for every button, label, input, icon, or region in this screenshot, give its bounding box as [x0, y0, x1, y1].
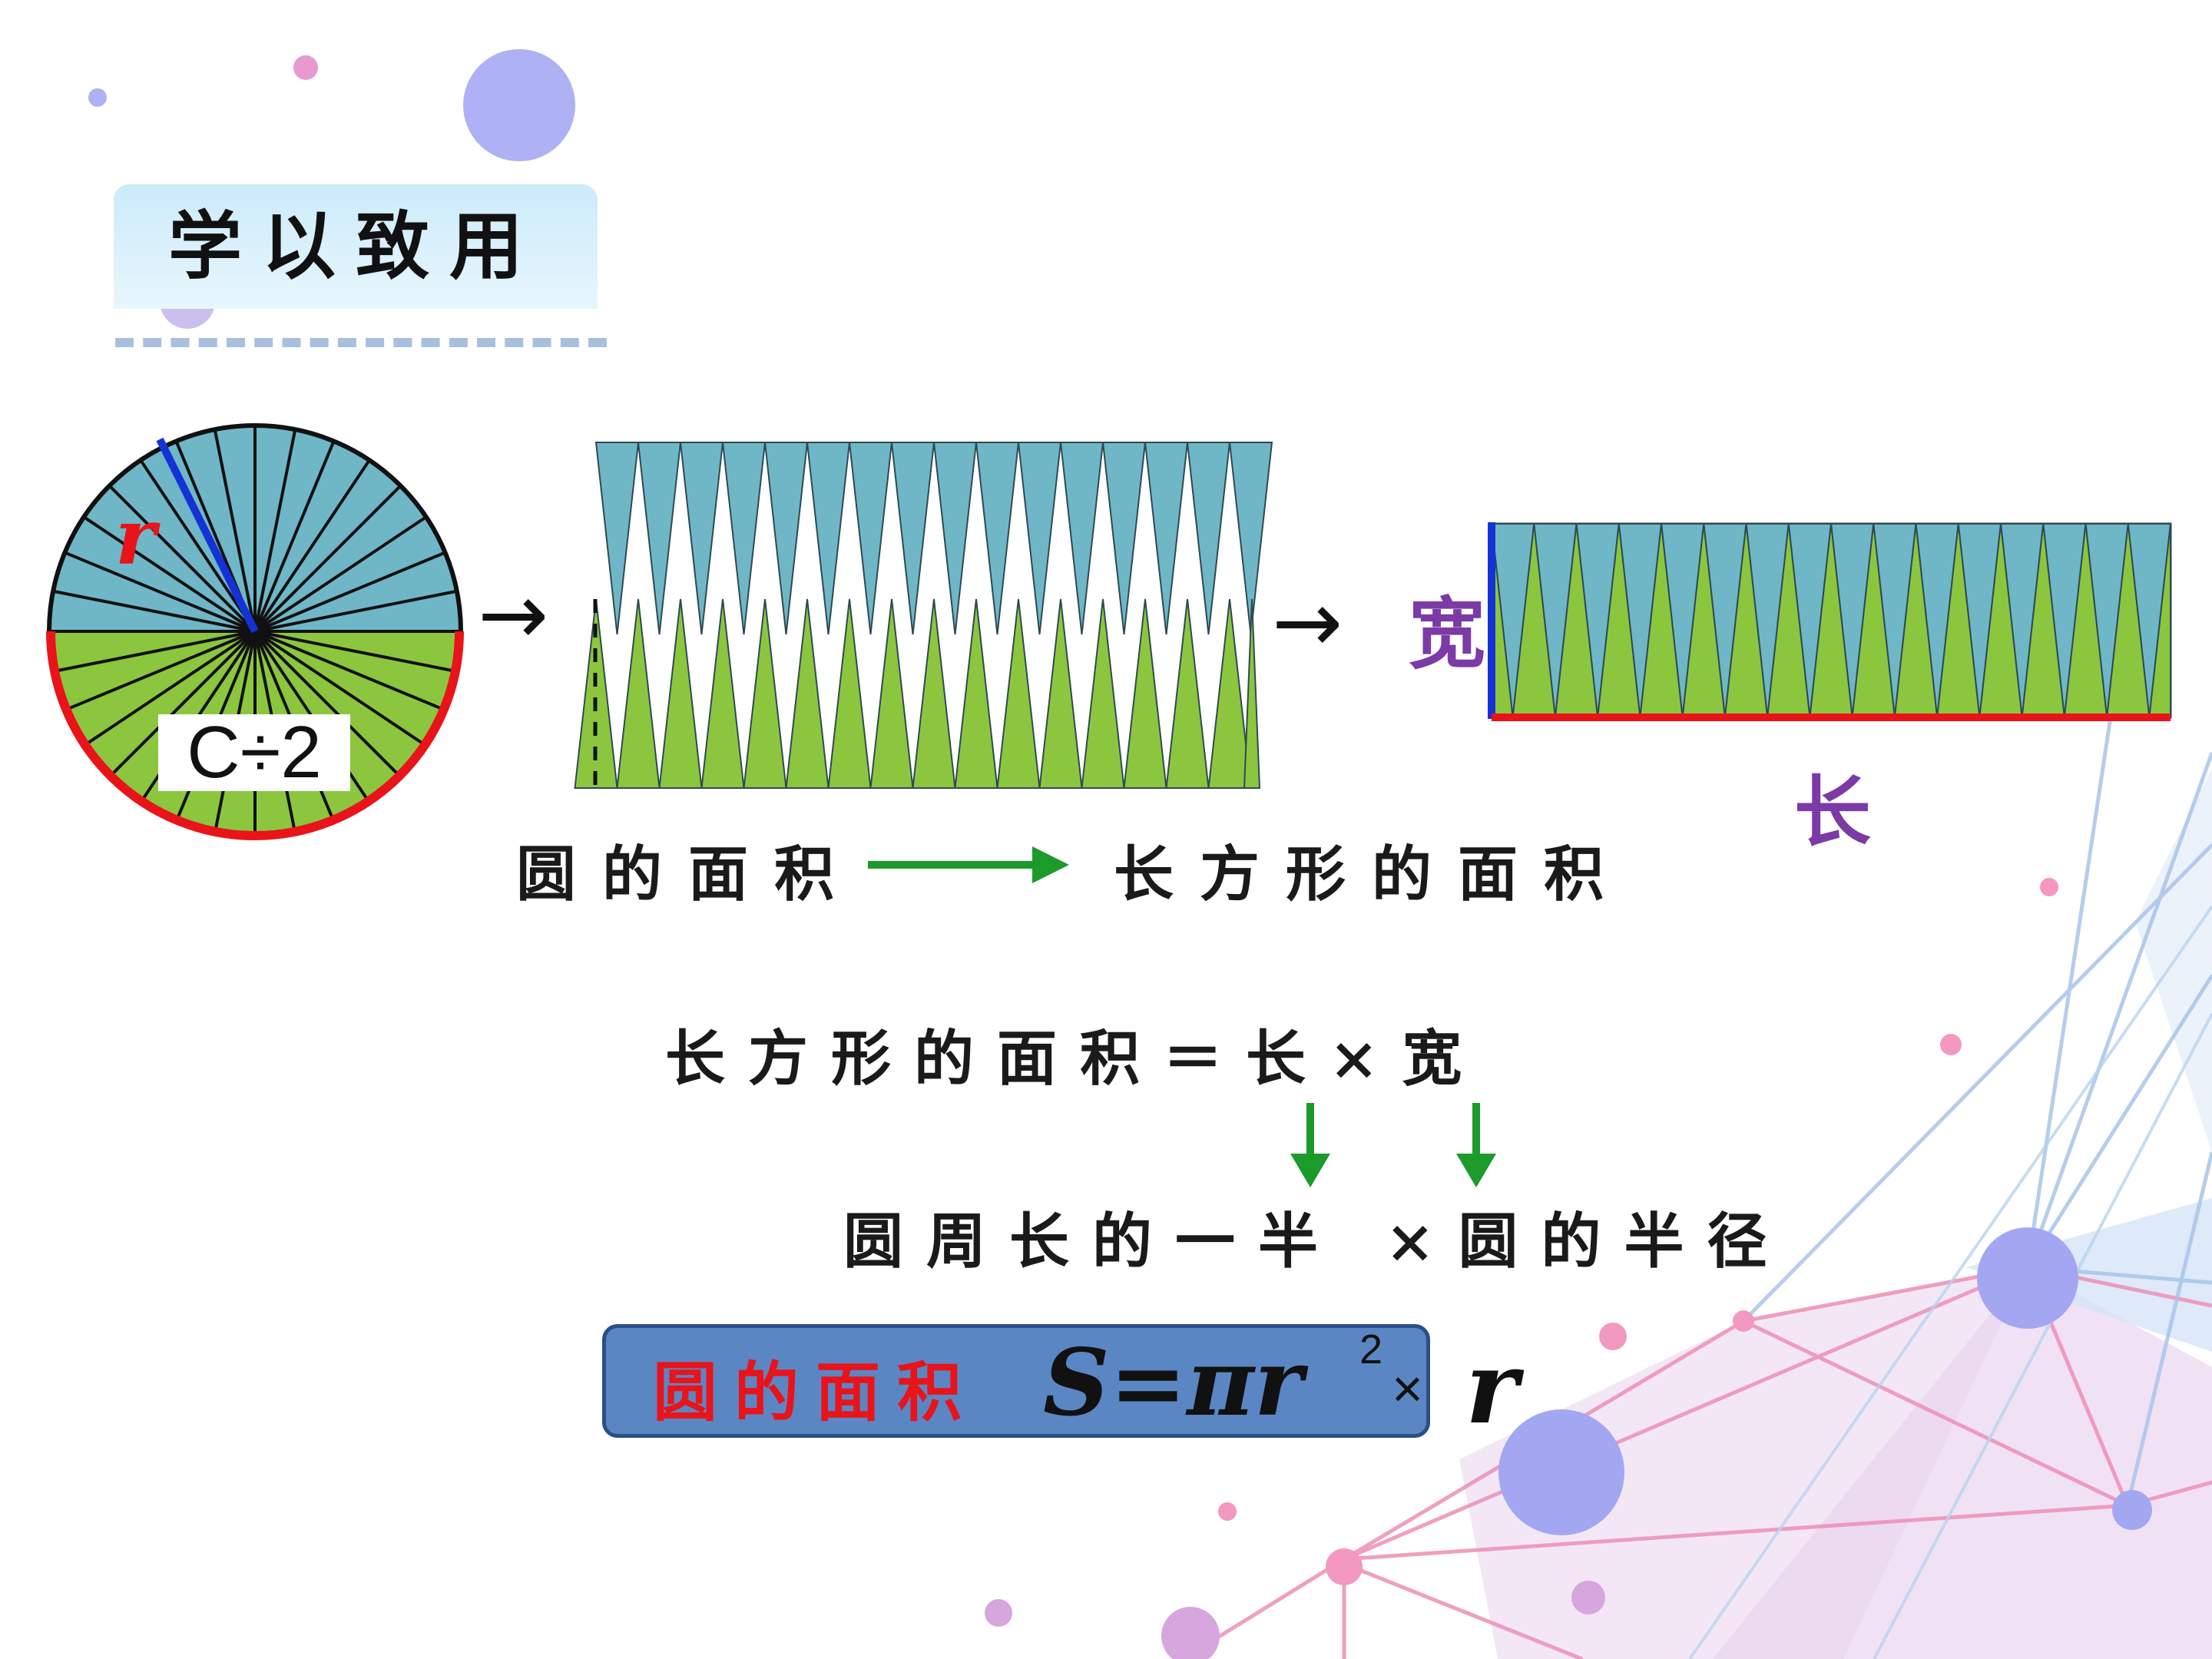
circle-spoke [253, 426, 345, 632]
top-sector [1144, 442, 1189, 635]
circle-spoke [91, 630, 257, 796]
circle-spoke [62, 502, 257, 633]
circle-spoke [91, 467, 257, 633]
top-sector [1228, 442, 1273, 635]
bottom-sector [1038, 598, 1083, 789]
approximate-rectangle [1490, 522, 2172, 719]
circle-spoke [254, 584, 461, 633]
result-label: 圆的面积 [653, 1354, 979, 1430]
transform-arrow-2: → [1272, 573, 1343, 671]
bottom-sector [1165, 598, 1210, 789]
length-label: 长 [1794, 767, 1871, 857]
bottom-sector [1207, 598, 1252, 789]
top-sector [594, 442, 640, 635]
result-radius: r [1465, 1329, 1518, 1446]
bottom-sector [827, 598, 872, 789]
formula-circle-parts: 圆周长的一半 ×圆的半径 [843, 1207, 1790, 1277]
bottom-sector [743, 598, 787, 789]
result-times: × [1392, 1359, 1423, 1419]
top-sector [890, 442, 935, 635]
circle-spoke [49, 630, 256, 721]
radius-label: r [115, 492, 156, 582]
down-arrow-length [1290, 1103, 1330, 1187]
top-sector [848, 442, 893, 635]
circle-spoke [208, 426, 257, 632]
result-exponent: 2 [1359, 1326, 1383, 1373]
top-sector [1101, 442, 1147, 635]
top-sector [679, 442, 724, 635]
circle-spoke [253, 439, 385, 633]
formula-rectangle: 长方形的面积＝长×宽 [665, 1024, 1485, 1094]
caption-rect-area: 长方形的面积 [1114, 839, 1631, 909]
top-sector [637, 442, 682, 635]
caption-circle-area: 圆的面积 [516, 839, 861, 909]
circle-spoke [62, 630, 257, 761]
network-decoration [985, 706, 2212, 1659]
bottom-sector [785, 598, 830, 789]
bottom-sector [996, 598, 1041, 789]
bottom-sector [1123, 598, 1167, 789]
top-sector [806, 442, 851, 635]
circle-spoke [253, 426, 302, 632]
bottom-sector [869, 598, 914, 789]
top-sector [1186, 442, 1231, 635]
top-sector [721, 442, 767, 635]
bottom-sector [1243, 598, 1261, 789]
page-title: 学以致用 [168, 203, 543, 290]
circle-spoke [253, 467, 419, 633]
top-sector [1059, 442, 1104, 635]
bottom-sector [658, 598, 703, 789]
bottom-sector [954, 598, 998, 789]
circle-spoke [253, 630, 448, 761]
bottom-sector [574, 598, 618, 789]
caption-arrow [868, 846, 1069, 883]
circle-spoke [253, 502, 448, 633]
title-divider [115, 338, 607, 347]
title-banner: 学以致用 [114, 184, 598, 309]
circle-spoke [254, 630, 461, 678]
top-sector [763, 442, 809, 635]
circle-spoke [49, 541, 256, 633]
top-sector [932, 442, 978, 635]
circle-spoke [254, 630, 461, 721]
half-circumference-label: C÷2 [158, 714, 350, 791]
bottom-sector [616, 598, 661, 789]
circle-spoke [125, 439, 257, 633]
top-sector [975, 442, 1020, 635]
top-sector [1017, 442, 1062, 635]
result-expression: S=πr [1043, 1329, 1303, 1437]
circle-spoke [253, 630, 419, 796]
transform-arrow-1: → [478, 565, 549, 664]
circle-spoke [49, 584, 256, 633]
bottom-sector [912, 598, 956, 789]
rearranged-sectors [574, 442, 1273, 789]
bottom-sector [1081, 598, 1125, 789]
down-arrow-width [1456, 1103, 1496, 1187]
circle-spoke [254, 541, 461, 633]
bottom-sector [700, 598, 745, 789]
width-label: 宽 [1409, 588, 1485, 679]
result-box [602, 1324, 1430, 1438]
circle-spoke [49, 630, 256, 678]
